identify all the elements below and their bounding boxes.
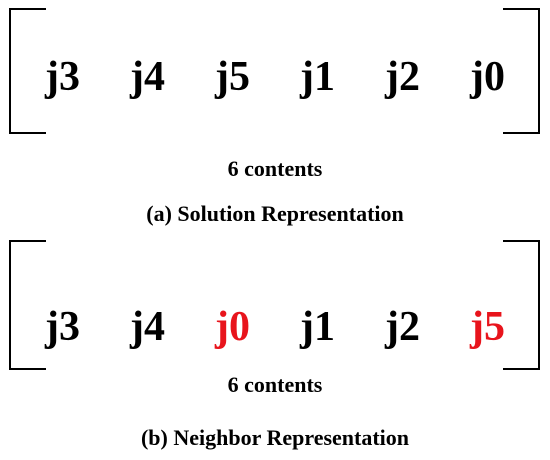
panel-caption: (a) Solution Representation [146, 201, 404, 226]
content-count-label: 6 contents [227, 372, 323, 397]
sequence-item: j2 [385, 304, 420, 350]
right-bracket-b [503, 240, 540, 370]
sequence-item: j3 [45, 304, 80, 350]
sequence-item: j1 [300, 304, 335, 350]
right-bracket-a [503, 8, 540, 134]
swapped-item: j5 [470, 304, 505, 350]
sequence-item: j4 [130, 304, 165, 350]
left-bracket-a [9, 8, 46, 134]
sequence-item: j1 [300, 54, 335, 100]
left-bracket-b [9, 240, 46, 370]
sequence-item: j2 [385, 54, 420, 100]
sequence-item: j4 [130, 54, 165, 100]
neighbor-sequence: j3 j4 j0 j1 j2 j5 [20, 306, 530, 348]
sequence-item: j5 [215, 54, 250, 100]
content-count-label: 6 contents [227, 156, 323, 181]
sequence-item: j0 [470, 54, 505, 100]
solution-sequence: j3 j4 j5 j1 j2 j0 [20, 56, 530, 98]
swapped-item: j0 [215, 304, 250, 350]
panel-caption: (b) Neighbor Representation [140, 425, 410, 450]
sequence-item: j3 [45, 54, 80, 100]
